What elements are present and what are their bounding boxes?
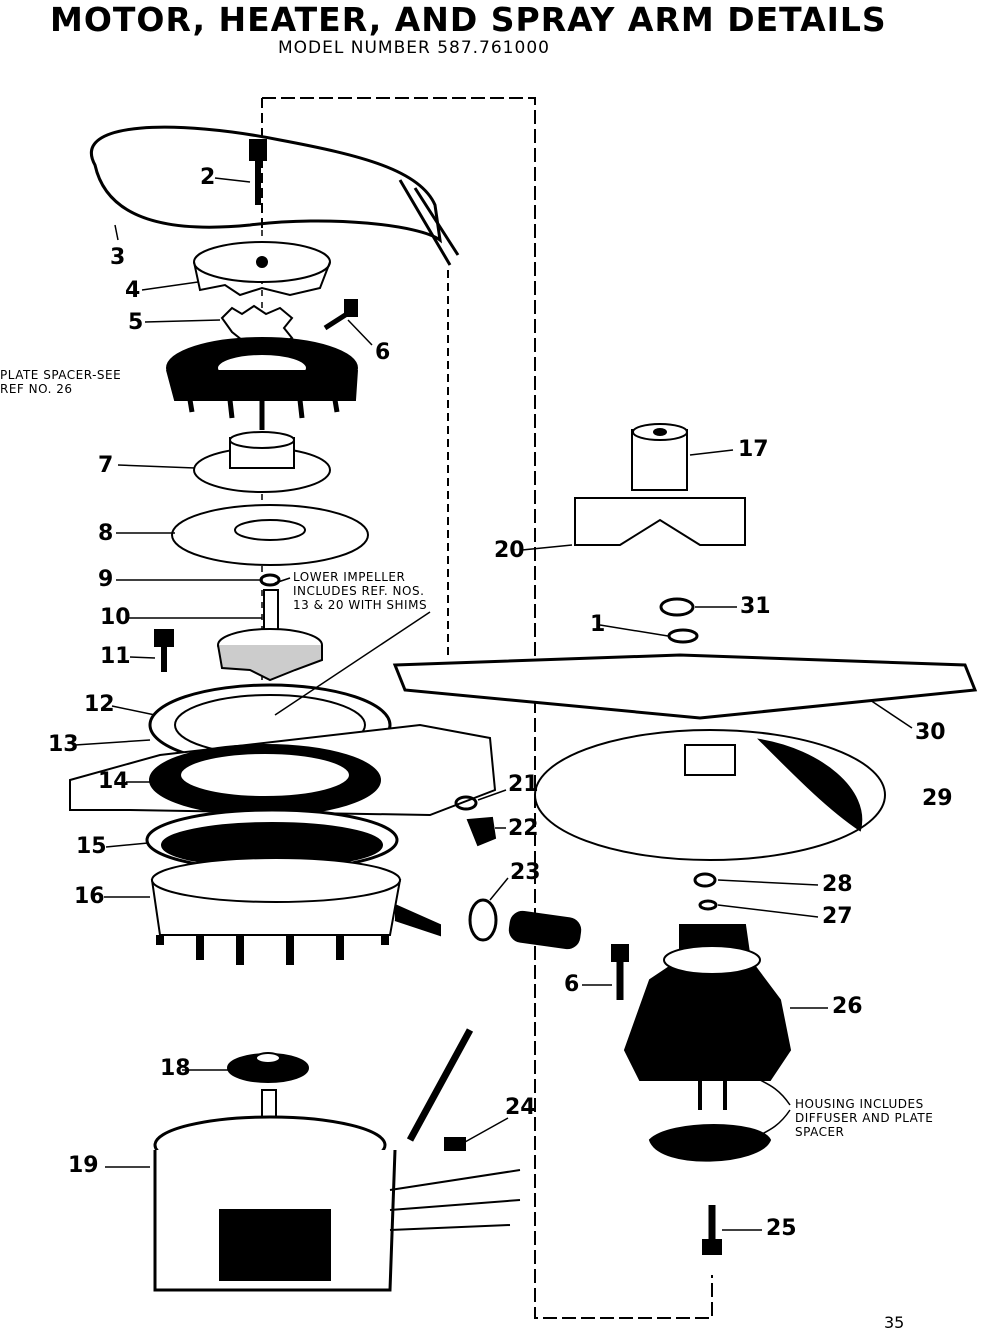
callout-11: 11 (100, 644, 131, 669)
part-22 (466, 816, 497, 847)
note-lower-impeller: LOWER IMPELLER INCLUDES REF. NOS. 13 & 2… (293, 570, 427, 612)
callout-18: 18 (160, 1056, 191, 1081)
callout-3: 3 (110, 245, 126, 270)
callout-21: 21 (508, 772, 539, 797)
callout-1: 1 (590, 612, 606, 637)
plate-spacer (166, 337, 358, 430)
callout-7: 7 (98, 453, 114, 478)
callout-8: 8 (98, 521, 114, 546)
cylinder-17 (631, 423, 688, 491)
note-plate-spacer-line-1: PLATE SPACER-SEE (0, 368, 122, 382)
seal-14 (149, 744, 381, 816)
note-housing-line-2: DIFFUSER AND PLATE (795, 1111, 934, 1125)
callout-24: 24 (505, 1095, 536, 1120)
pump-housing-16 (150, 857, 441, 965)
spray-arm-30 (392, 653, 978, 720)
note-lower-impeller-line-3: 13 & 20 WITH SHIMS (293, 598, 428, 612)
callout-13: 13 (48, 732, 79, 757)
note-housing: HOUSING INCLUDES DIFFUSER AND PLATE SPAC… (795, 1097, 933, 1139)
filter (648, 1124, 772, 1162)
callout-6: 6 (375, 340, 391, 365)
page-number: 35 (884, 1313, 905, 1332)
callout-20: 20 (494, 538, 525, 563)
washer-9 (259, 573, 281, 587)
washer-27 (698, 899, 718, 911)
part-23 (468, 898, 498, 942)
callout-15: 15 (76, 834, 107, 859)
screw-2 (249, 139, 267, 205)
callout-9: 9 (98, 567, 114, 592)
impeller-4 (193, 241, 331, 297)
callout-31: 31 (740, 594, 771, 619)
pulley-18 (227, 1052, 309, 1083)
model-number: MODEL NUMBER 587.761000 (278, 38, 550, 58)
callout-22: 22 (508, 816, 539, 841)
motor-19 (153, 1028, 521, 1292)
washer-1 (667, 628, 699, 644)
callout-25: 25 (766, 1216, 797, 1241)
leader-lines (74, 177, 913, 1231)
callout-30: 30 (915, 720, 946, 745)
callout-27: 27 (822, 904, 853, 929)
callout-4: 4 (125, 278, 141, 303)
callout-12: 12 (84, 692, 115, 717)
heater-element (90, 125, 460, 266)
screw-11 (154, 629, 174, 672)
assembly-line-right (262, 97, 713, 1319)
callout-29: 29 (922, 786, 953, 811)
part-21 (454, 795, 478, 811)
note-housing-line-3: SPACER (795, 1125, 845, 1139)
note-plate-spacer: PLATE SPACER-SEE REF NO. 26 (0, 368, 121, 396)
callout-6-lower: 6 (564, 972, 580, 997)
diagram-title: MOTOR, HEATER, AND SPRAY ARM DETAILS (50, 0, 887, 39)
housing-26 (623, 924, 792, 1110)
callout-19: 19 (68, 1153, 99, 1178)
screw-25 (702, 1205, 722, 1255)
callout-26: 26 (832, 994, 863, 1019)
note-housing-line-1: HOUSING INCLUDES (795, 1097, 924, 1111)
callout-10: 10 (100, 605, 131, 630)
screw-6-lower (611, 944, 629, 1000)
callout-23: 23 (510, 860, 541, 885)
callout-5: 5 (128, 310, 144, 335)
note-lower-impeller-line-2: INCLUDES REF. NOS. (293, 584, 425, 598)
screw-24 (444, 1137, 466, 1151)
plate-8 (171, 504, 369, 566)
hose (508, 910, 582, 950)
disc-29 (534, 729, 886, 861)
callout-28: 28 (822, 872, 853, 897)
note-plate-spacer-line-2: REF NO. 26 (0, 382, 73, 396)
gasket-15 (145, 808, 399, 872)
callout-14: 14 (98, 769, 129, 794)
callout-17: 17 (738, 437, 769, 462)
nut-31 (659, 597, 695, 617)
callout-2: 2 (200, 165, 216, 190)
block-20 (574, 497, 746, 546)
pump-cover-7 (193, 431, 331, 493)
lower-impeller-10 (217, 589, 323, 682)
note-lower-impeller-line-1: LOWER IMPELLER (293, 570, 406, 584)
nut-28 (693, 872, 717, 888)
screw-6-top (323, 299, 358, 331)
callout-16: 16 (74, 884, 105, 909)
